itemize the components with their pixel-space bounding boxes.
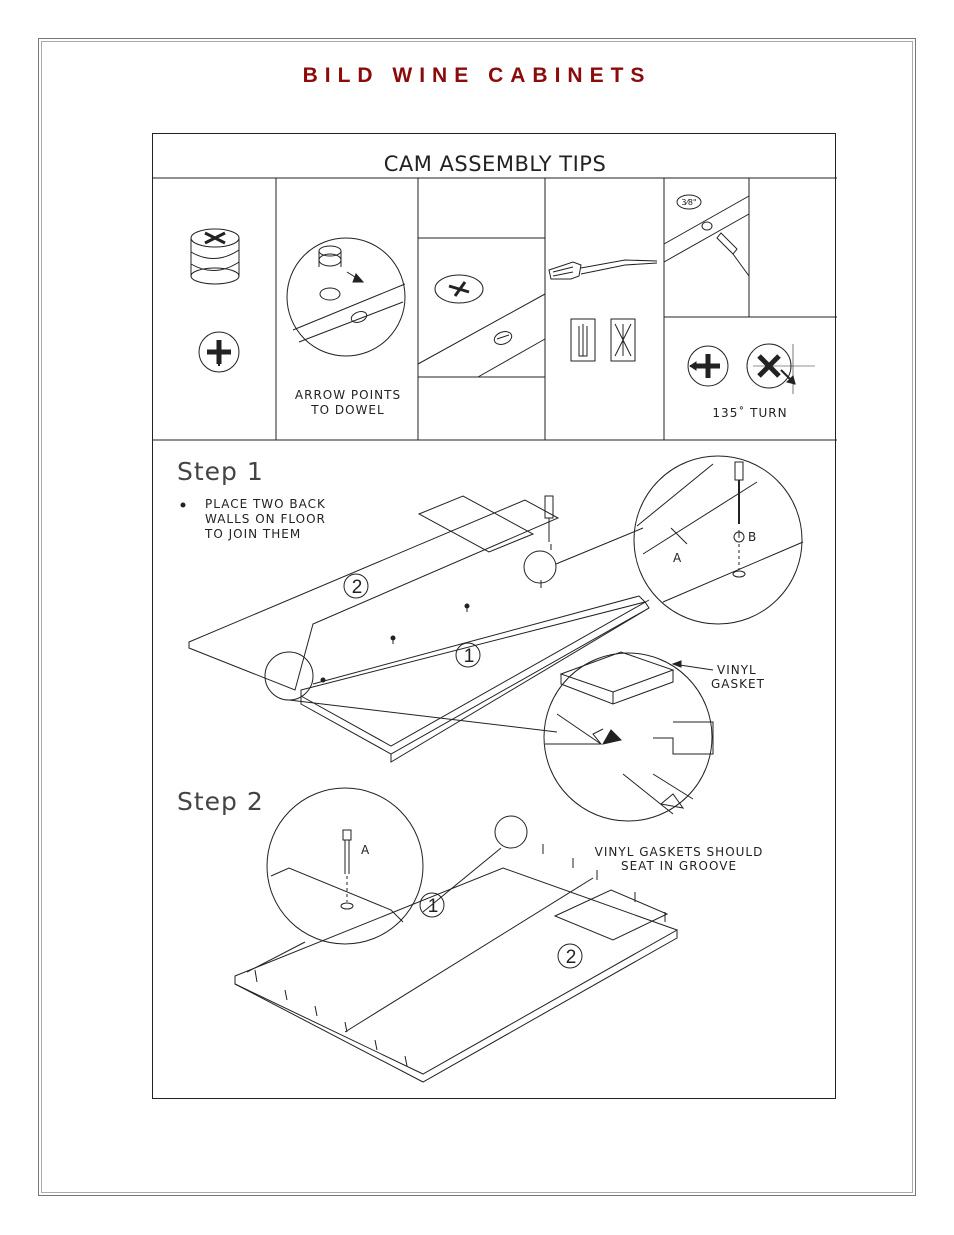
arrow-caption-line1: ARROW POINTS: [295, 388, 401, 402]
instruction-sheet: CAM ASSEMBLY TIPS ARROW POINTS TO DOWEL: [152, 133, 837, 1099]
step2-dowel-detail: [266, 787, 424, 945]
step2-callout-a: A: [361, 843, 370, 857]
step1-instruction-line1: PLACE TWO BACK: [205, 497, 326, 511]
phillips-head-icon: [198, 331, 240, 373]
step1-gasket-detail: [543, 651, 714, 822]
step1-title: Step 1: [177, 457, 264, 486]
step2-note-line2: SEAT IN GROOVE: [621, 859, 737, 873]
step1-zoom-marker-top: [523, 550, 557, 584]
cam-detail-circle: [286, 237, 406, 357]
tips-title: CAM ASSEMBLY TIPS: [384, 152, 607, 176]
step2-panel-2-label: 2: [566, 947, 577, 968]
step1-leader-lines: [288, 527, 644, 733]
step1-callout-b: B: [748, 530, 757, 544]
step2-panel-1-label: 1: [428, 896, 439, 917]
arrow-caption-line2: TO DOWEL: [310, 403, 384, 417]
step2-zoom-marker: [494, 815, 528, 849]
brand-title: BILD WINE CABINETS: [302, 64, 652, 87]
step1-zoom-marker-bottom: [264, 651, 314, 701]
step1-cam-detail: [633, 455, 804, 625]
step2-title: Step 2: [177, 787, 264, 816]
svg-text:3⁄8": 3⁄8": [681, 198, 696, 207]
step2-note-line1: VINYL GASKETS SHOULD: [595, 845, 764, 859]
step2-leader-lines: [246, 847, 502, 973]
screwdriver-cam-detail: 3⁄8": [663, 194, 750, 277]
step1-instruction-line3: TO JOIN THEM: [204, 527, 301, 541]
step2-panels: [234, 844, 679, 1083]
gasket-label-line2: GASKET: [711, 677, 765, 691]
screwdriver-tip-icons: [570, 318, 636, 362]
step1-panel-1-label: 1: [464, 646, 475, 667]
step1-panels: [188, 495, 650, 763]
step1-callout-a: A: [673, 551, 682, 565]
gasket-label-line1: VINYL: [717, 663, 757, 677]
page-border-inner: [41, 41, 913, 1193]
board-detail: [417, 274, 546, 378]
screwdriver-icon: [548, 259, 658, 280]
cam-turn-diagram: [687, 343, 815, 394]
step1-panel-2-label: 2: [352, 577, 363, 598]
page-border: [38, 38, 916, 1196]
instruction-drawing: CAM ASSEMBLY TIPS ARROW POINTS TO DOWEL: [153, 152, 837, 1083]
step1-instruction-line2: WALLS ON FLOOR: [205, 512, 326, 526]
step1-screwdriver-icon: [544, 495, 554, 542]
cam-fitting-icon: [190, 228, 240, 285]
turn-caption: 135˚ TURN: [712, 405, 787, 420]
